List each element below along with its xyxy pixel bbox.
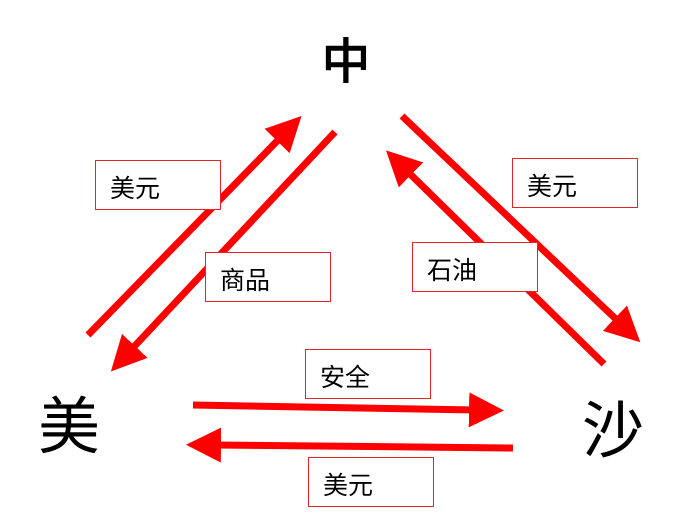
arrow-china-to-saudi — [399, 113, 641, 343]
node-saudi: 沙 — [582, 394, 645, 467]
node-china: 中 — [322, 34, 371, 90]
label-saudi-to-usa: 美元 — [308, 457, 434, 507]
label-china-to-usa: 商品 — [205, 252, 331, 302]
node-usa: 美 — [38, 390, 101, 463]
label-china-to-saudi: 美元 — [512, 158, 638, 208]
arrow-china-to-usa — [110, 129, 338, 372]
arrow-usa-to-saudi — [192, 392, 504, 428]
label-usa-to-saudi: 安全 — [305, 349, 431, 399]
label-usa-to-china: 美元 — [95, 160, 221, 210]
label-saudi-to-china: 石油 — [412, 242, 538, 292]
arrow-usa-to-china — [85, 115, 302, 338]
arrow-saudi-to-usa — [186, 427, 514, 463]
